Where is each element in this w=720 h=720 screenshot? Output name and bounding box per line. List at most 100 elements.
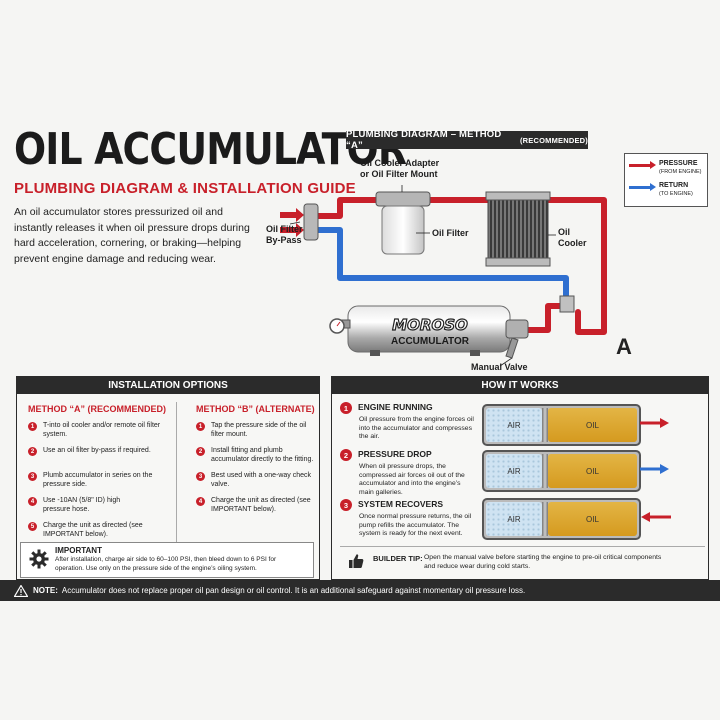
diagram-banner: PLUMBING DIAGRAM – METHOD “A” (RECOMMEND…	[346, 129, 588, 151]
step-text: Charge the unit as directed (see IMPORTA…	[211, 497, 311, 513]
how-step-text: When oil pressure drops, the compressed …	[359, 463, 465, 496]
diagram-banner-small: (RECOMMENDED)	[519, 135, 588, 145]
pressure-line-4	[525, 303, 569, 333]
important-box: IMPORTANT After installation, charge air…	[20, 542, 314, 578]
bypass-block	[303, 203, 319, 241]
oil-chamber: OIL	[548, 454, 637, 488]
how-step-title: SYSTEM RECOVERS	[358, 499, 444, 509]
builder-tip: BUILDER TIP: Open the manual valve befor…	[340, 546, 705, 577]
method-a-step: 4 Use -10AN (5/8" ID) high pressure hose.	[28, 496, 174, 514]
step-text: Best used with a one-way check valve.	[211, 472, 311, 488]
builder-tip-text: Open the manual valve before starting th…	[424, 554, 662, 570]
label-manual-valve: Manual Valve	[471, 362, 528, 372]
piston	[542, 454, 548, 488]
legend-return-sub: (TO ENGINE)	[659, 191, 693, 197]
note-label: NOTE:	[33, 586, 58, 595]
return-line-1	[315, 227, 569, 299]
legend: PRESSURE (FROM ENGINE) RETURN (TO ENGINE…	[624, 153, 708, 207]
footer-note: NOTE: Accumulator does not replace prope…	[0, 580, 720, 601]
pressure-lines	[315, 197, 607, 335]
step-text: Use an oil filter by-pass if required.	[43, 447, 151, 454]
label-oil-filter: Oil Filter	[432, 228, 469, 238]
label-oil-cooler: Oil Cooler	[558, 227, 587, 249]
brand-logo: MOROSO	[392, 316, 468, 334]
inlet-arrows	[280, 208, 304, 237]
piston	[542, 408, 548, 442]
step-number: 2	[340, 449, 352, 461]
oil-filter	[381, 205, 425, 255]
how-step-text: Once normal pressure returns, the oil pu…	[359, 513, 472, 537]
air-chamber: AIR	[486, 502, 542, 536]
step-number: 2	[28, 447, 37, 456]
page-title: OIL ACCUMULATOR	[14, 124, 407, 175]
intro-text: An oil accumulator stores pressurized oi…	[14, 206, 250, 265]
pressure-arrow-icon	[629, 161, 656, 169]
legend-pressure-sub: (FROM ENGINE)	[659, 169, 702, 175]
pressure-line-1	[315, 197, 381, 219]
method-a-title: METHOD “A” (RECOMMENDED)	[28, 404, 166, 414]
tee-fitting	[559, 295, 575, 313]
step-number: 3	[340, 499, 352, 511]
step-text: T-into oil cooler and/or remote oil filt…	[43, 422, 161, 438]
how-step-heading: 2 PRESSURE DROP	[340, 448, 432, 461]
plumbing-diagram: MOROSO ACCUMULATOR	[280, 185, 607, 367]
step-text: Tap the pressure side of the oil filter …	[211, 422, 307, 438]
step-number: 3	[196, 472, 205, 481]
how-step-text: Oil pressure from the engine forces oil …	[359, 416, 474, 440]
label-cooler-adapter-1: Oil Cooler Adapter	[360, 158, 440, 168]
return-lines	[315, 227, 569, 299]
label-oil-cooler-1: Oil	[558, 227, 571, 237]
step-number: 1	[340, 402, 352, 414]
how-it-works-heading: HOW IT WORKS	[332, 377, 708, 394]
thumbs-up-icon	[349, 554, 364, 568]
page-subtitle: PLUMBING DIAGRAM & INSTALLATION GUIDE	[14, 180, 356, 197]
step-number: 4	[196, 497, 205, 506]
outflow-arrow-icon	[640, 418, 669, 428]
column-divider	[176, 402, 177, 542]
inflow-arrow-icon	[641, 512, 671, 522]
oil-chamber: OIL	[548, 502, 637, 536]
piston	[542, 502, 548, 536]
warning-icon	[14, 584, 28, 597]
step-number: 1	[28, 422, 37, 431]
step-number: 4	[28, 497, 37, 506]
builder-tip-title: BUILDER TIP:	[373, 554, 423, 563]
label-oil-cooler-2: Cooler	[558, 238, 587, 248]
how-step-heading: 1 ENGINE RUNNING	[340, 401, 433, 414]
label-bypass-1: Oil Filter	[266, 224, 303, 234]
legend-pressure: PRESSURE (FROM ENGINE)	[629, 160, 701, 176]
step-text: Plumb accumulator in series on the press…	[43, 472, 153, 488]
step-number: 5	[28, 522, 37, 531]
step-text: Use -10AN (5/8" ID) high pressure hose.	[43, 497, 121, 513]
method-b-step: 3 Best used with a one-way check valve.	[196, 471, 312, 489]
outflow-arrow-icon	[640, 464, 669, 474]
air-chamber: AIR	[486, 408, 542, 442]
diagram-banner-text: PLUMBING DIAGRAM – METHOD “A”	[346, 129, 502, 151]
how-step-title: ENGINE RUNNING	[358, 402, 433, 412]
how-step-heading: 3 SYSTEM RECOVERS	[340, 498, 443, 511]
pressure-line-3	[545, 197, 607, 335]
legend-return-label: RETURN	[659, 182, 689, 189]
step-text: Charge the unit as directed (see IMPORTA…	[43, 522, 143, 538]
return-arrow-icon	[629, 183, 656, 191]
oil-cooler	[487, 195, 549, 263]
air-chamber: AIR	[486, 454, 542, 488]
label-bypass-2: By-Pass	[266, 235, 302, 245]
legend-pressure-label: PRESSURE	[659, 160, 698, 167]
accumulator-label: ACCUMULATOR	[391, 336, 470, 347]
pointer-lines	[289, 185, 556, 367]
filter-mount	[375, 191, 431, 207]
note-text: Accumulator does not replace proper oil …	[61, 586, 526, 595]
how-step-title: PRESSURE DROP	[358, 449, 432, 459]
important-text: After installation, charge air side to 6…	[55, 556, 277, 572]
accumulator	[329, 305, 529, 359]
important-title: IMPORTANT	[55, 546, 102, 555]
legend-return: RETURN (TO ENGINE)	[629, 182, 693, 198]
label-point-a: A	[616, 334, 632, 359]
step-text: Install fitting and plumb accumulator di…	[211, 447, 314, 463]
